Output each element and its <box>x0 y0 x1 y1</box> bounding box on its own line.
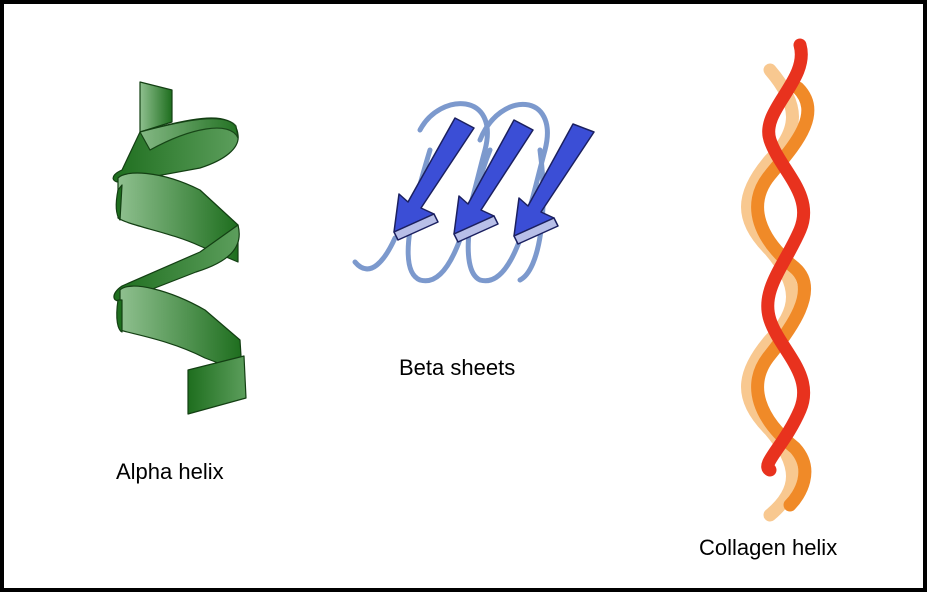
alpha-helix-graphic <box>112 81 247 415</box>
collagen-helix-graphic <box>741 38 815 522</box>
alpha-helix-label: Alpha helix <box>116 459 224 484</box>
beta-sheets-graphic <box>352 101 595 284</box>
collagen-helix-label: Collagen helix <box>699 535 838 560</box>
beta-sheets-label: Beta sheets <box>399 355 516 380</box>
